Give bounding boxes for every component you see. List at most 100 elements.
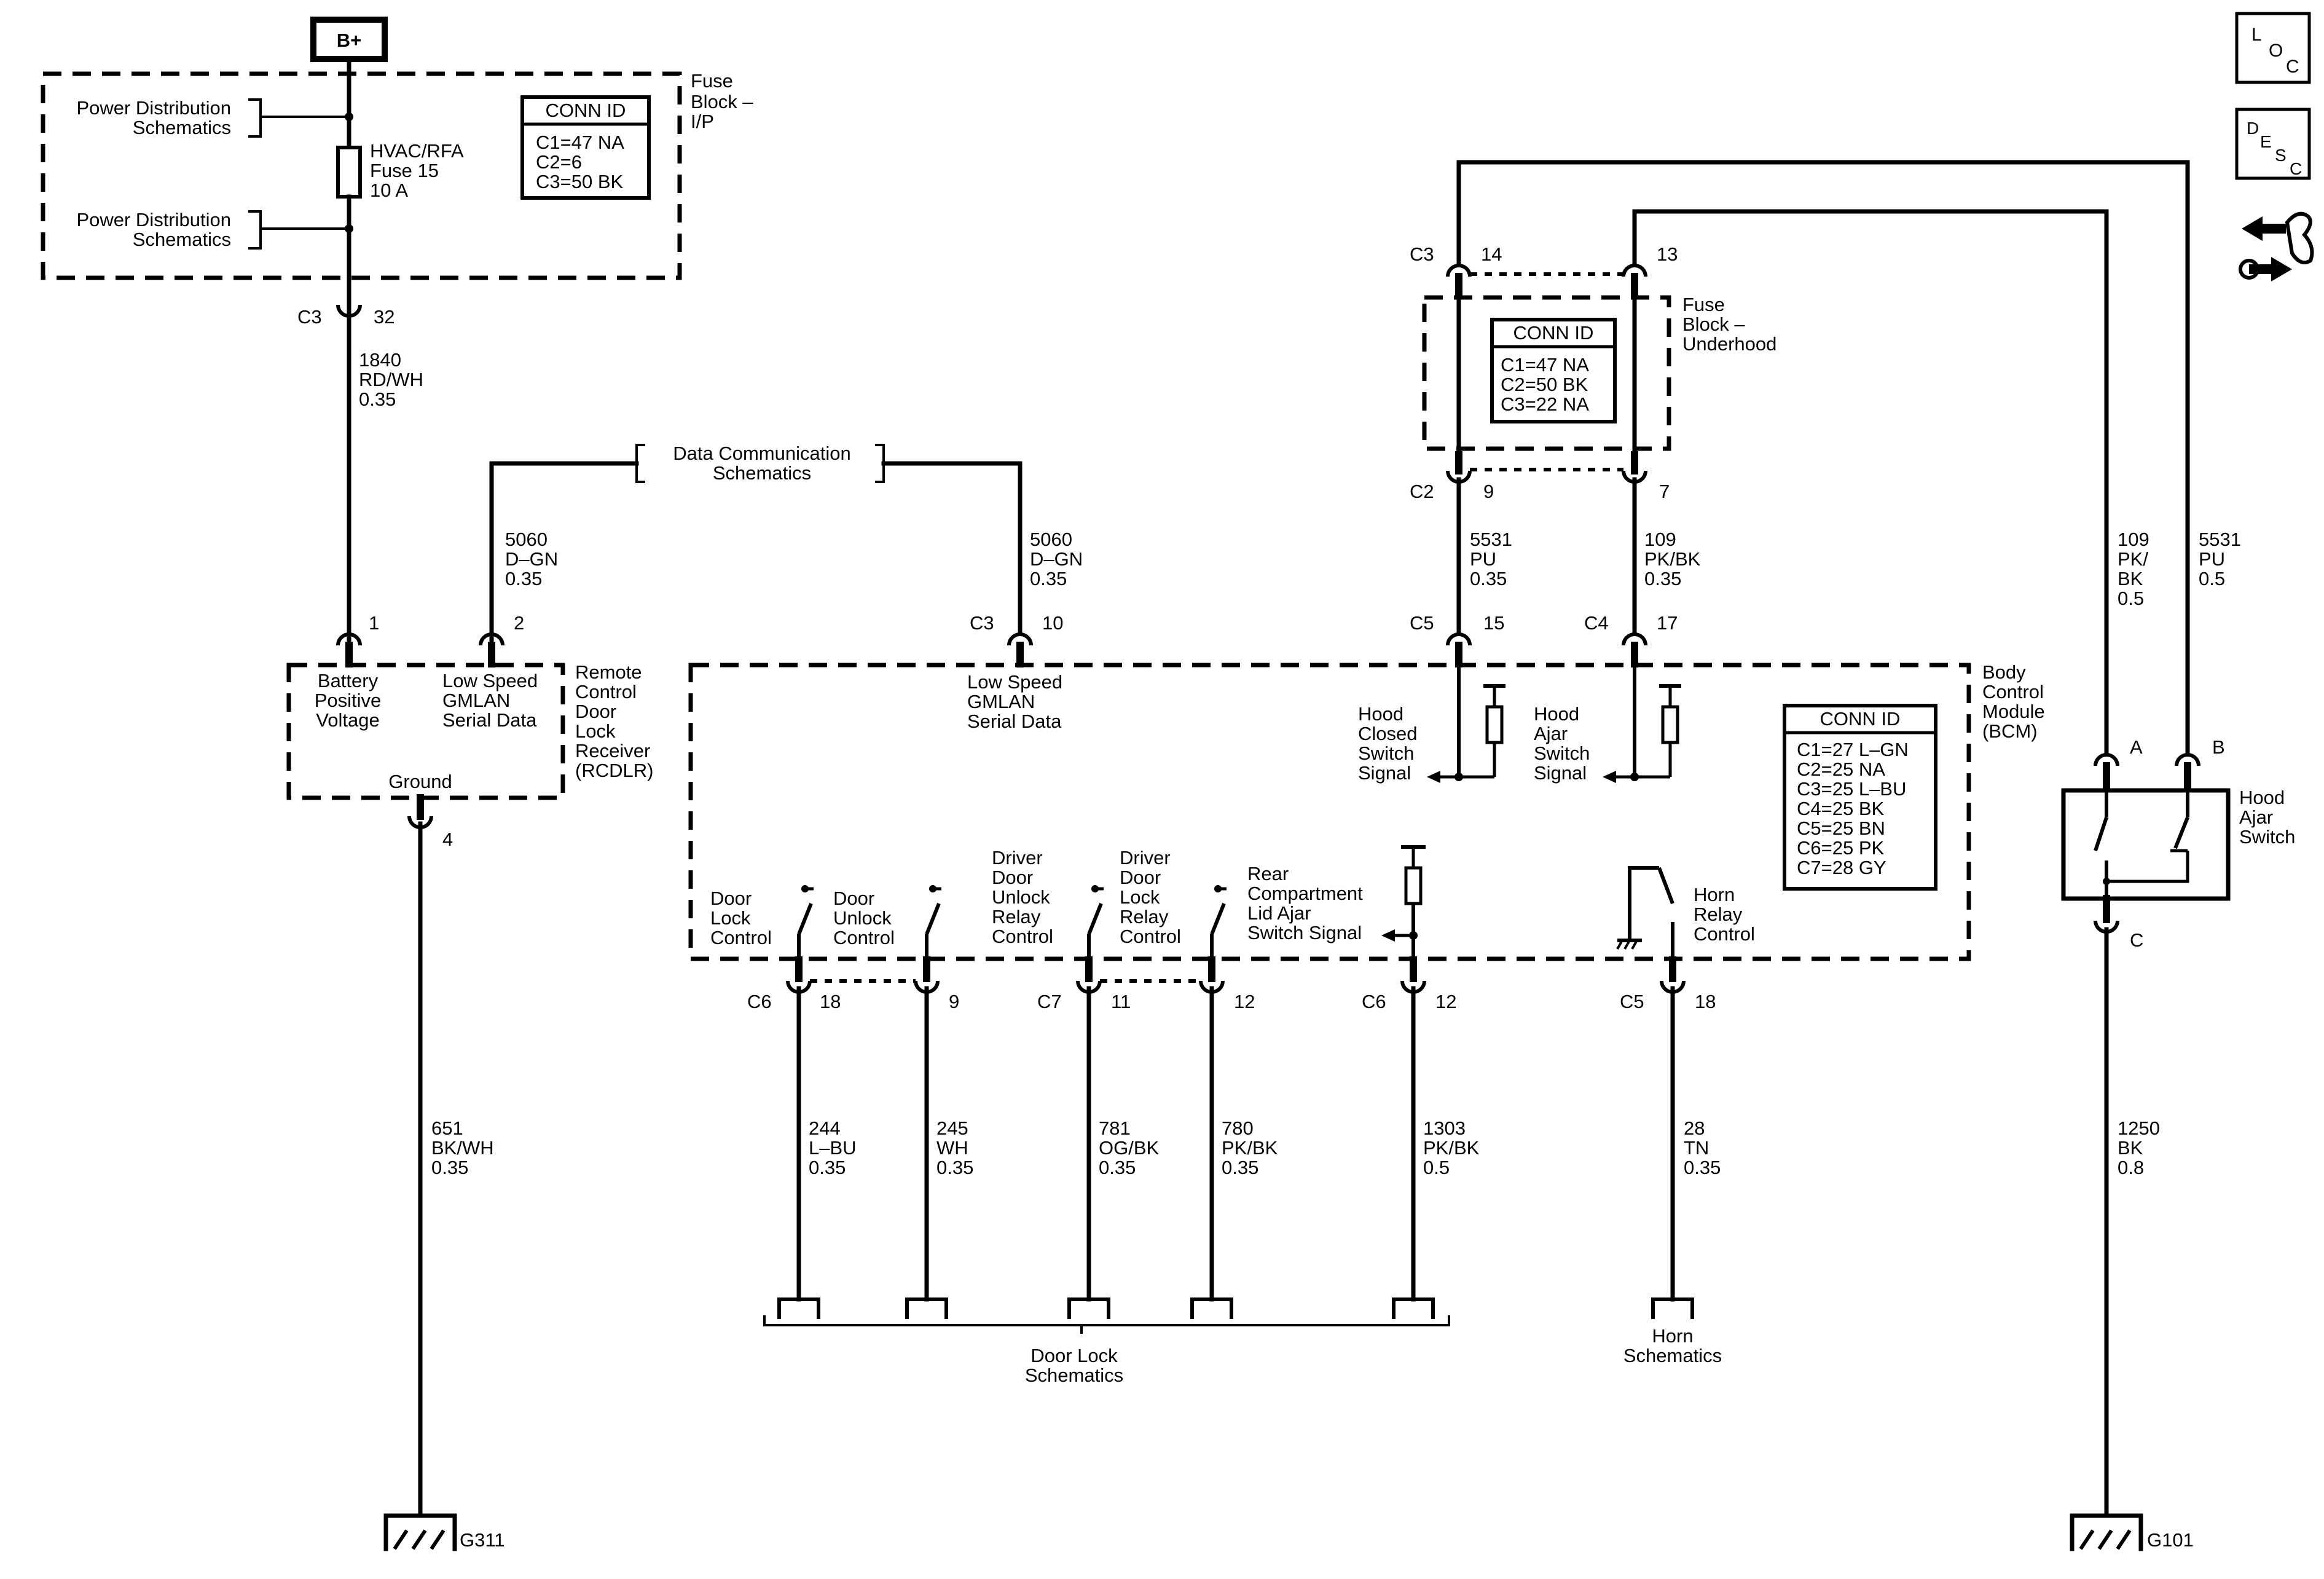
- fuse-block-underhood: [1422, 295, 1671, 451]
- connector-navigation-icon[interactable]: [2239, 211, 2314, 282]
- fuse-15: [336, 146, 362, 199]
- svg-text:C6: C6: [747, 991, 772, 1012]
- svg-text:Schematics: Schematics: [713, 462, 811, 484]
- svg-text:780: 780: [1222, 1117, 1254, 1139]
- door-lock-control-switch: [797, 885, 814, 959]
- power-distribution-ref-1[interactable]: Power Distribution Schematics: [76, 97, 231, 138]
- bcm-conn-id: CONN ID C1=27 L–GN C2=25 NA C3=25 L–BU C…: [1783, 704, 1937, 891]
- door-unlock-control-switch: [925, 885, 941, 959]
- svg-text:PK/: PK/: [2118, 548, 2148, 570]
- svg-text:0.35: 0.35: [809, 1157, 846, 1178]
- svg-text:C4=25 BK: C4=25 BK: [1797, 798, 1885, 819]
- door-lock-control-label: Door Lock Control: [710, 888, 772, 948]
- svg-text:0.35: 0.35: [1644, 568, 1681, 589]
- svg-text:PK/BK: PK/BK: [1644, 548, 1701, 570]
- rcdlr-label: Remote Control Door Lock Receiver (RCDLR…: [575, 661, 653, 781]
- svg-text:I/P: I/P: [691, 111, 714, 132]
- svg-text:CONN ID: CONN ID: [1513, 322, 1594, 344]
- door-lock-schematics-ref[interactable]: Door Lock Schematics: [1025, 1345, 1123, 1386]
- door-lock-ref-boxes: [763, 1297, 1450, 1334]
- svg-text:245: 245: [936, 1117, 968, 1139]
- svg-text:HVAC/RFA: HVAC/RFA: [370, 140, 464, 162]
- driver-unlock-relay-switch: [1087, 885, 1104, 959]
- svg-text:2: 2: [514, 612, 524, 634]
- wire-5060-left-label: 5060 D–GN 0.35: [505, 529, 558, 589]
- svg-text:Power Distribution: Power Distribution: [76, 97, 231, 119]
- svg-text:109: 109: [1644, 529, 1676, 550]
- fuse-block-underhood-label: Fuse Block – Underhood: [1682, 294, 1776, 355]
- bcm-label: Body Control Module (BCM): [1982, 661, 2045, 742]
- horn-schematics-ref[interactable]: Horn Schematics: [1623, 1325, 1722, 1366]
- wire-781-label: 781 OG/BK 0.35: [1099, 1117, 1160, 1178]
- svg-text:BK: BK: [2118, 1137, 2143, 1159]
- svg-text:Lock: Lock: [575, 720, 616, 742]
- svg-text:C3=25 L–BU: C3=25 L–BU: [1797, 778, 1906, 800]
- svg-text:Module: Module: [1982, 701, 2045, 722]
- svg-text:Rear: Rear: [1247, 863, 1289, 884]
- fuse-block-ip: [41, 71, 682, 280]
- svg-text:RD/WH: RD/WH: [359, 369, 423, 390]
- door-unlock-control-label: Door Unlock Control: [833, 888, 895, 948]
- rear-compartment-label: Rear Compartment Lid Ajar Switch Signal: [1247, 863, 1363, 943]
- wire-1303-label: 1303 PK/BK 0.5: [1423, 1117, 1480, 1178]
- driver-lock-relay-label: Driver Door Lock Relay Control: [1120, 847, 1181, 947]
- svg-text:S: S: [2275, 146, 2287, 165]
- svg-text:Battery: Battery: [318, 670, 379, 691]
- data-communication-ref[interactable]: Data Communication Schematics: [673, 443, 850, 484]
- svg-text:G311: G311: [460, 1529, 505, 1551]
- svg-text:Unlock: Unlock: [833, 907, 892, 929]
- wire-5531-label: 5531 PU 0.35: [1470, 529, 1512, 589]
- svg-text:C1=27 L–GN: C1=27 L–GN: [1797, 739, 1909, 760]
- svg-text:C3: C3: [970, 612, 994, 634]
- rear-compartment-pullup: [1381, 845, 1426, 959]
- wire-1250-label: 1250 BK 0.8: [2118, 1117, 2160, 1178]
- svg-text:0.35: 0.35: [1470, 568, 1507, 589]
- svg-text:(BCM): (BCM): [1982, 720, 2038, 742]
- svg-text:BK: BK: [2118, 568, 2143, 589]
- svg-text:Switch: Switch: [1534, 742, 1590, 764]
- fuse-block-ip-label: Fuse Block – I/P: [691, 70, 753, 132]
- hood-switch-wire-labels: 109 PK/ BK 0.5 5531 PU 0.5: [2118, 529, 2241, 609]
- svg-text:Voltage: Voltage: [316, 709, 379, 731]
- svg-text:0.8: 0.8: [2118, 1157, 2144, 1178]
- svg-text:PK/BK: PK/BK: [1222, 1137, 1278, 1159]
- bcm-gmlan: Low Speed GMLAN Serial Data: [967, 671, 1062, 732]
- hood-ajar-signal: Hood Ajar Switch Signal: [1534, 703, 1590, 784]
- svg-text:18: 18: [1695, 991, 1716, 1012]
- wire-244-label: 244 L–BU 0.35: [809, 1117, 857, 1178]
- svg-text:C2=50 BK: C2=50 BK: [1501, 374, 1588, 395]
- svg-text:0.35: 0.35: [936, 1157, 973, 1178]
- svg-text:PU: PU: [1470, 548, 1496, 570]
- svg-text:0.5: 0.5: [2118, 588, 2144, 609]
- svg-text:Switch Signal: Switch Signal: [1247, 922, 1362, 943]
- svg-text:Ajar: Ajar: [1534, 723, 1568, 744]
- svg-text:Door: Door: [710, 888, 752, 909]
- svg-text:Serial Data: Serial Data: [967, 711, 1062, 732]
- svg-text:Switch: Switch: [2239, 826, 2295, 848]
- hood-ajar-switch: [2061, 788, 2231, 901]
- svg-text:10: 10: [1042, 612, 1063, 634]
- svg-text:781: 781: [1099, 1117, 1131, 1139]
- wire-5060-right-label: 5060 D–GN 0.35: [1030, 529, 1083, 589]
- svg-text:14: 14: [1481, 243, 1502, 265]
- hood-closed-signal: Hood Closed Switch Signal: [1358, 703, 1418, 784]
- svg-text:Control: Control: [1120, 926, 1181, 947]
- svg-text:1: 1: [369, 612, 379, 634]
- svg-text:5531: 5531: [1470, 529, 1512, 550]
- svg-text:9: 9: [1483, 481, 1494, 502]
- svg-text:1840: 1840: [359, 349, 401, 371]
- horn-relay-control-label: Horn Relay Control: [1694, 884, 1755, 945]
- svg-text:CONN ID: CONN ID: [1820, 708, 1901, 730]
- loc-icon[interactable]: L O C: [2235, 12, 2311, 84]
- svg-text:0.35: 0.35: [1030, 568, 1067, 589]
- wire-109-label: 109 PK/BK 0.35: [1644, 529, 1701, 589]
- svg-text:Driver: Driver: [992, 847, 1043, 868]
- wire-1840-label: 1840 RD/WH 0.35: [359, 349, 423, 410]
- desc-icon[interactable]: D E S C: [2235, 108, 2311, 180]
- fuse-ip-conn-id: CONN ID C1=47 NA C2=6 C3=50 BK: [520, 95, 651, 200]
- power-distribution-ref-2[interactable]: Power Distribution Schematics: [76, 209, 231, 250]
- svg-text:Control: Control: [833, 927, 895, 948]
- svg-text:Control: Control: [1982, 681, 2044, 703]
- svg-text:A: A: [2130, 736, 2143, 758]
- svg-text:Lock: Lock: [1120, 886, 1160, 908]
